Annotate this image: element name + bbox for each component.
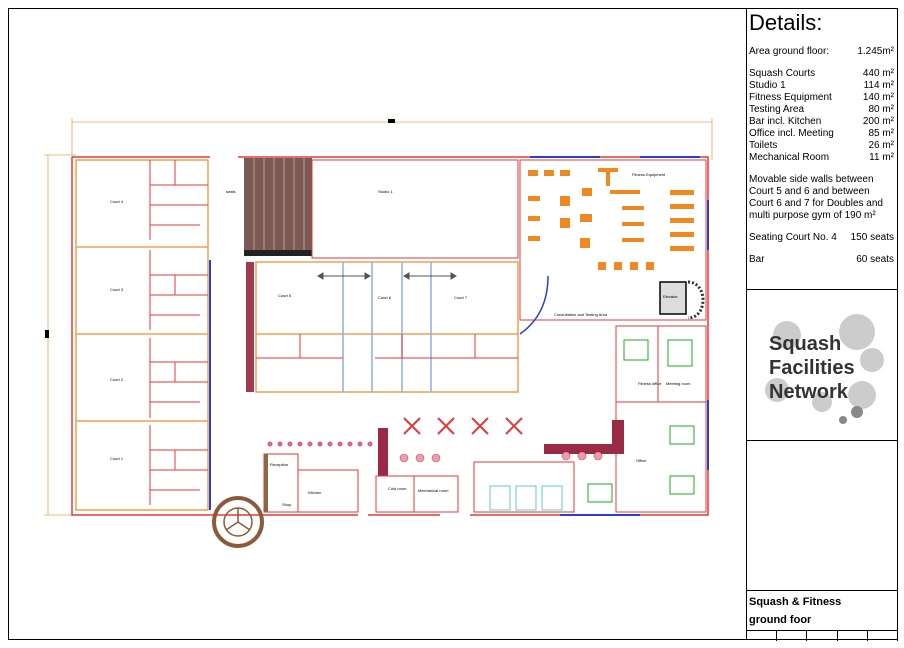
room-name: Fitness Equipment: [749, 92, 832, 103]
label-court1: Court 1: [110, 456, 124, 461]
double-arrows: [317, 272, 457, 280]
room-area: 85 m²: [868, 128, 894, 139]
center-court-lines: [256, 334, 518, 359]
label-court4: Court 4: [110, 199, 124, 204]
room-area: 80 m²: [868, 104, 894, 115]
room-name: Squash Courts: [749, 68, 816, 79]
seating-row: Seating Court No. 4 150 seats: [747, 232, 898, 244]
office-furniture: [587, 339, 695, 503]
squash-facilities-network-logo: Squash Facilities Network: [765, 314, 884, 424]
label-seats: seats: [226, 189, 236, 194]
outer-walls: [71, 156, 709, 516]
window-strips: [209, 156, 709, 516]
label-mech-room: Mechanical room: [418, 488, 449, 493]
label-fitness: Fitness Equipment: [632, 172, 666, 177]
area-label: Area ground floor:: [749, 46, 830, 57]
seating-value: 150 seats: [850, 232, 894, 243]
label-court5: Court 5: [278, 293, 292, 298]
room-area-row: Mechanical Room 11 m²: [747, 152, 898, 164]
room-name: Studio 1: [749, 80, 786, 91]
drawing-frame: [8, 8, 898, 640]
room-name: Toilets: [749, 140, 778, 151]
room-name: Bar incl. Kitchen: [749, 116, 822, 127]
bar-value: 60 seats: [856, 254, 894, 265]
seating-counter-dots: [267, 441, 373, 447]
info-panel: Details: Area ground floor: 1.245m² Squa…: [746, 8, 899, 641]
label-elevator: Elevator: [663, 294, 678, 299]
logo-text-line1: Squash: [769, 333, 841, 355]
fitness-machines: [528, 168, 694, 270]
bar-counters: [378, 420, 624, 476]
bar-tables: [403, 417, 523, 435]
title-block-strip: [747, 630, 899, 641]
studio-room: [311, 159, 519, 259]
label-court3: Court 3: [110, 287, 124, 292]
room-area: 114 m²: [863, 80, 894, 91]
label-office: Office: [636, 458, 647, 463]
area-value: 1.245m²: [857, 46, 894, 57]
room-area-row: Bar incl. Kitchen 200 m²: [747, 116, 898, 128]
staircase: [687, 280, 705, 320]
label-reception: Reception: [270, 462, 288, 467]
bar-label: Bar: [749, 254, 765, 265]
room-area: 11 m²: [869, 152, 894, 163]
title-line1: Squash & Fitness: [749, 596, 842, 608]
label-court6: Court 6: [378, 295, 392, 300]
label-meeting: Meeting room: [666, 381, 691, 386]
area-row: Area ground floor: 1.245m²: [747, 46, 898, 58]
room-area-row: Squash Courts 440 m²: [747, 68, 898, 80]
logo-text-line2: Facilities: [769, 357, 855, 379]
label-court2: Court 2: [110, 377, 124, 382]
title-line2: ground foor: [749, 614, 812, 626]
consultation-wall: [519, 275, 549, 335]
room-name: Office incl. Meeting: [749, 128, 834, 139]
room-name: Mechanical Room: [749, 152, 830, 163]
label-cold-room: Cold room: [388, 486, 407, 491]
elevator-shaft: [659, 281, 687, 315]
bench: [244, 250, 312, 256]
room-area-row: Office incl. Meeting 85 m²: [747, 128, 898, 140]
reception-counter: [264, 454, 268, 512]
center-courts: [255, 261, 519, 393]
room-area: 440 m²: [862, 68, 894, 79]
room-area-row: Fitness Equipment 140 m²: [747, 92, 898, 104]
label-consultation: Consultation and Testing Area: [554, 312, 608, 317]
bar-stools: [399, 451, 603, 463]
room-area-row: Toilets 26 m²: [747, 140, 898, 152]
court-lines: [149, 160, 208, 505]
seating-label: Seating Court No. 4: [749, 232, 837, 243]
left-courts: [75, 159, 209, 511]
room-name: Testing Area: [749, 104, 805, 115]
logo-section: Squash Facilities Network: [747, 290, 898, 441]
details-section: Details: Area ground floor: 1.245m² Squa…: [747, 8, 898, 290]
court-wall-gradient: [246, 262, 254, 392]
revolving-door: [212, 496, 264, 548]
room-area-row: Studio 1 114 m²: [747, 80, 898, 92]
room-area: 200 m²: [862, 116, 894, 127]
label-studio: Studio 1: [378, 189, 393, 194]
dimension-marker-left: [45, 330, 49, 338]
room-area: 26 m²: [868, 140, 894, 151]
office-rooms: [615, 325, 707, 513]
fitness-area: [519, 159, 707, 321]
details-heading: Details:: [749, 10, 823, 35]
movable-walls: [342, 262, 432, 392]
floor-plan: Court 4 Court 3 Court 2 Court 1 seats St…: [44, 118, 713, 548]
room-area-row: Testing Area 80 m²: [747, 104, 898, 116]
seating-rows: [253, 158, 305, 250]
seating-stands: [244, 158, 312, 250]
movable-walls-note: Movable side walls between Court 5 and 6…: [749, 174, 883, 221]
lower-rooms: [263, 453, 575, 513]
label-shop: Shop: [282, 502, 292, 507]
label-kitchen: Kitchen: [308, 490, 321, 495]
dimension-marker-top: [388, 119, 395, 123]
title-block: Squash & Fitness ground foor: [747, 590, 899, 641]
room-area: 140 m²: [862, 92, 894, 103]
label-fitness-office: Fitness office: [638, 381, 662, 386]
toilets: [489, 485, 563, 511]
bar-row: Bar 60 seats: [747, 254, 898, 266]
logo-text-line3: Network: [769, 381, 849, 403]
label-court7: Court 7: [454, 295, 468, 300]
